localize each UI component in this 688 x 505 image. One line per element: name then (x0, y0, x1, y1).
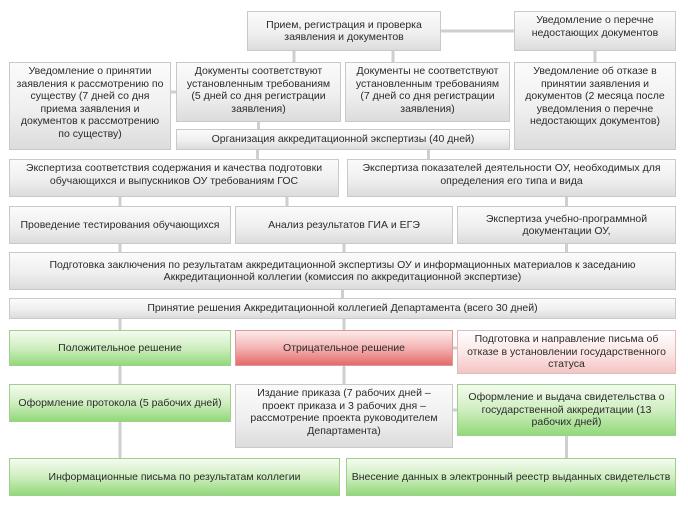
node-notice-accept: Уведомление о принятии заявления к рассм… (9, 62, 171, 150)
node-org-expertise: Организация аккредитационной экспертизы … (176, 129, 510, 150)
node-registry: Внесение данных в электронный реестр выд… (346, 458, 676, 496)
node-info-letters: Информационные письма по результатам кол… (9, 458, 340, 496)
node-notice-refusal: Уведомление об отказе в принятии заявлен… (514, 62, 676, 150)
node-certificate: Оформление и выдача свидетельства о госу… (457, 384, 676, 436)
node-gia-analysis: Анализ результатов ГИА и ЕГЭ (235, 206, 453, 244)
node-prepare-conclusion: Подготовка заключения по результатам акк… (9, 252, 676, 290)
node-negative: Отрицательное решение (235, 330, 453, 366)
node-decision: Принятие решения Аккредитационной коллег… (9, 298, 676, 319)
node-expertise-indicators: Экспертиза показателей деятельности ОУ, … (347, 159, 676, 197)
node-expertise-content: Экспертиза соответствия содержания и кач… (9, 159, 339, 197)
node-refusal-letter: Подготовка и направление письма об отказ… (457, 330, 676, 374)
node-positive: Положительное решение (9, 330, 231, 366)
node-protocol: Оформление протокола (5 рабочих дней) (9, 384, 231, 422)
node-expertise-docs: Экспертиза учебно-программной документац… (457, 206, 676, 244)
node-reception: Прием, регистрация и проверка заявления … (247, 11, 441, 51)
node-docs-comply: Документы соответствуют установленным тр… (176, 62, 341, 122)
node-testing: Проведение тестирования обучающихся (9, 206, 231, 244)
node-docs-not-comply: Документы не соответствуют установленным… (345, 62, 510, 122)
node-order: Издание приказа (7 рабочих дней – проект… (235, 384, 453, 448)
node-notice-missing: Уведомление о перечне недостающих докуме… (514, 11, 676, 51)
